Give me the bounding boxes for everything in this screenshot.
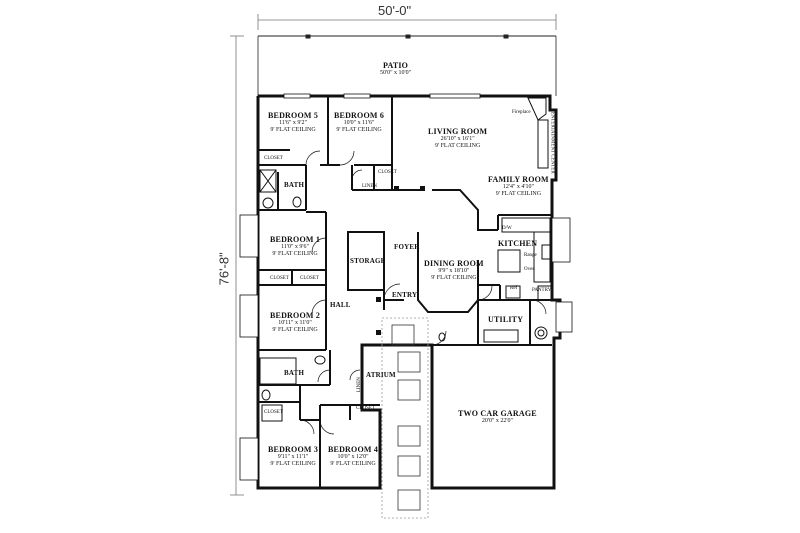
closet-label: CLOSET <box>264 156 283 161</box>
dining-room-size: 9'9" x 18'10" <box>438 268 470 275</box>
oven-label: Oven <box>524 267 535 272</box>
bedroom-1-name: BEDROOM 1 <box>270 235 321 244</box>
family-room-label: FAMILY ROOM 12'4" x 4'10" 9' FLAT CEILIN… <box>488 175 549 197</box>
entertainment-center <box>537 119 549 169</box>
utility-label: UTILITY <box>488 315 524 324</box>
atrium-label: ATRIUM <box>366 371 396 379</box>
hall-label: HALL <box>330 301 351 309</box>
patio <box>257 34 557 96</box>
bedroom-4-label: BEDROOM 4 10'0" x 12'0" 9' FLAT CEILING <box>328 445 379 467</box>
bedroom-1-ceiling: 9' FLAT CEILING <box>272 250 318 257</box>
family-room-ceiling: 9' FLAT CEILING <box>495 190 542 197</box>
pantry-label: PANTRY <box>532 288 552 293</box>
bedroom-4-name: BEDROOM 4 <box>328 445 379 454</box>
family-room-size: 12'4" x 4'10" <box>502 184 534 191</box>
patio-label: PATIO 50'0" x 10'0" <box>380 61 412 77</box>
width-dimension: 50'-0" <box>378 3 412 18</box>
upper-bath-label: BATH <box>284 181 305 189</box>
entertainment-center-label: ENTERTAINMENT CENTER <box>549 111 555 174</box>
fireplace <box>527 97 547 121</box>
refrigerator-label: Ref <box>510 286 518 291</box>
closet-label: CLOSET <box>378 170 397 175</box>
bedroom-2-label: BEDROOM 2 10'11" x 11'0" 9' FLAT CEILING <box>270 311 321 333</box>
closet-label: CLOSET <box>300 276 319 281</box>
lower-bath-label: BATH <box>284 369 305 377</box>
living-room-label: LIVING ROOM 26'10" x 16'1" 9' FLAT CEILI… <box>428 127 488 149</box>
bedroom-5-ceiling: 9' FLAT CEILING <box>270 126 316 133</box>
range-label: Range <box>524 253 537 258</box>
dining-room-label: DINING ROOM 9'9" x 18'10" 9' FLAT CEILIN… <box>424 259 484 281</box>
bedroom-4-ceiling: 9' FLAT CEILING <box>330 460 376 467</box>
closet-label: CLOSET <box>270 276 289 281</box>
garage-size: 20'0" x 22'0" <box>481 418 513 425</box>
dishwasher-label: D/W <box>502 226 512 231</box>
dimension-lines <box>230 14 557 496</box>
bedroom-4-size: 10'0" x 12'0" <box>337 454 369 461</box>
linen-label: LINEN <box>362 184 377 189</box>
doors <box>299 150 547 435</box>
kitchen-fixtures <box>497 217 553 301</box>
storage-label: STORAGE <box>350 257 386 265</box>
living-room-ceiling: 9' FLAT CEILING <box>435 142 481 149</box>
bedroom-6-name: BEDROOM 6 <box>334 111 385 120</box>
closet-label: CLOSET <box>356 406 375 411</box>
windows <box>239 93 573 481</box>
interior-walls <box>257 96 552 488</box>
bedroom-5-label: BEDROOM 5 11'6" x 9'2" 9' FLAT CEILING <box>268 111 319 133</box>
dining-room-name: DINING ROOM <box>424 259 484 268</box>
bedroom-2-name: BEDROOM 2 <box>270 311 321 320</box>
bedroom-6-label: BEDROOM 6 10'0" x 11'6" 9' FLAT CEILING <box>334 111 385 133</box>
exterior-walls <box>256 94 562 490</box>
bedroom-2-size: 10'11" x 11'0" <box>278 320 312 327</box>
bedroom-5-size: 11'6" x 9'2" <box>279 120 307 127</box>
bedroom-3-name: BEDROOM 3 <box>268 445 319 454</box>
depth-dimension: 76'-8" <box>216 252 232 286</box>
garage-name: TWO CAR GARAGE <box>458 409 537 418</box>
bedroom-3-size: 9'11" x 11'1" <box>277 454 309 461</box>
fireplace-label: Fireplace <box>512 110 531 115</box>
bedroom-3-ceiling: 9' FLAT CEILING <box>270 460 316 467</box>
walkway-pavers <box>381 317 429 519</box>
kitchen-label: KITCHEN <box>498 239 538 248</box>
bedroom-2-ceiling: 9' FLAT CEILING <box>272 326 318 333</box>
patio-name: PATIO <box>382 61 409 70</box>
bedroom-1-label: BEDROOM 1 11'0" x 9'6" 9' FLAT CEILING <box>270 235 321 257</box>
garage-label: TWO CAR GARAGE 20'0" x 22'0" <box>458 409 537 425</box>
dining-room-ceiling: 9' FLAT CEILING <box>431 274 477 281</box>
patio-size: 50'0" x 10'0" <box>380 70 412 77</box>
living-room-name: LIVING ROOM <box>428 127 488 136</box>
foyer-label: FOYER <box>394 243 420 251</box>
bedroom-6-size: 10'0" x 11'6" <box>343 120 375 127</box>
bath-fixtures <box>259 169 446 422</box>
columns <box>376 186 425 335</box>
linen-label: LINEN <box>356 377 362 393</box>
bedroom-5-name: BEDROOM 5 <box>268 111 319 120</box>
family-room-name: FAMILY ROOM <box>488 175 549 184</box>
entry-label: ENTRY <box>392 291 418 299</box>
bedroom-3-label: BEDROOM 3 9'11" x 11'1" 9' FLAT CEILING <box>268 445 319 467</box>
closet-label: CLOSET <box>264 410 283 415</box>
utility-fixtures <box>483 326 548 343</box>
living-room-size: 26'10" x 16'1" <box>440 136 475 143</box>
bedroom-6-ceiling: 9' FLAT CEILING <box>336 126 382 133</box>
bedroom-1-size: 11'0" x 9'6" <box>281 244 309 251</box>
